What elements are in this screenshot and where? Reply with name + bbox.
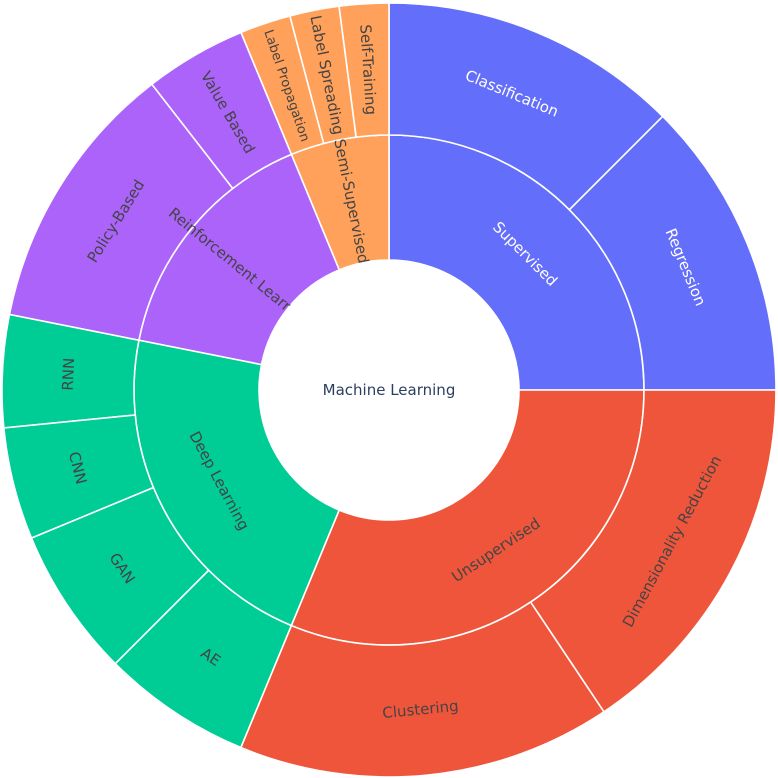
root-label: Machine Learning	[323, 381, 456, 399]
leaf-label-self-training: Self-Training	[356, 24, 380, 116]
leaf-label-rnn: RNN	[59, 357, 79, 391]
sunburst-center[interactable]	[259, 260, 519, 520]
segment-clustering[interactable]	[239, 600, 606, 778]
segment-dimensionality-reduction[interactable]	[529, 389, 777, 713]
